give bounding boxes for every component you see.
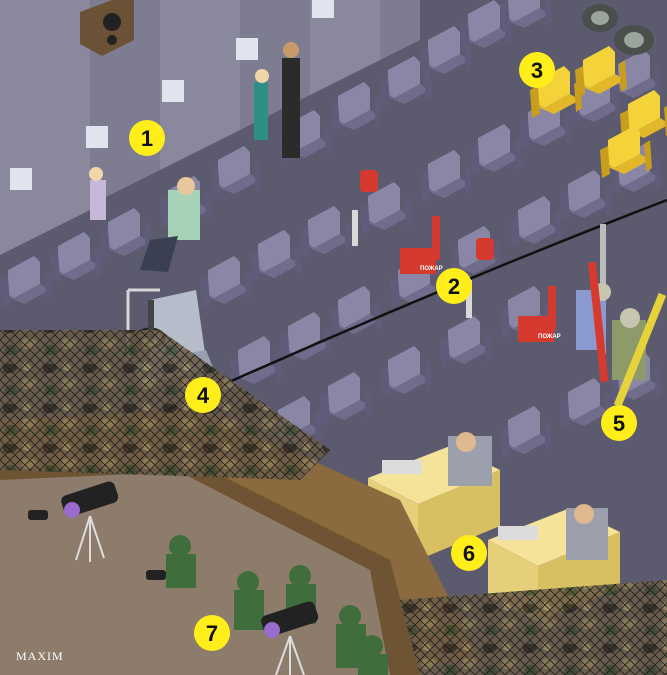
emergency-sign: ПОЖАР	[538, 334, 561, 340]
pilot-figures	[576, 224, 667, 408]
speaker-icon	[80, 0, 134, 56]
emergency-sign: ПОЖАР	[420, 266, 443, 272]
callout-2: 2	[436, 268, 472, 304]
callout-6-label: 6	[463, 541, 475, 566]
callout-1-label: 1	[141, 126, 153, 151]
callout-7: 7	[194, 615, 230, 651]
callout-7-label: 7	[206, 621, 218, 646]
emergency-station-icon: ПОЖАР ПОЖАР	[352, 170, 561, 342]
callout-3: 3	[519, 52, 555, 88]
brand-logo: MAXIM	[16, 649, 64, 663]
callout-4-label: 4	[197, 383, 210, 408]
callout-5-label: 5	[613, 411, 625, 436]
callout-6: 6	[451, 535, 487, 571]
binoculars-icon	[28, 481, 319, 675]
wall-panel	[310, 0, 380, 95]
callout-5: 5	[601, 405, 637, 441]
callout-3-label: 3	[531, 58, 543, 83]
callout-2-label: 2	[448, 274, 460, 299]
family-figures	[89, 42, 300, 272]
wall-panel	[160, 0, 240, 170]
wall-panel	[0, 0, 90, 255]
callout-4: 4	[185, 377, 221, 413]
soldier-figures	[166, 535, 388, 675]
callout-1: 1	[129, 120, 165, 156]
wall-posters	[10, 0, 334, 190]
spotlight-icon	[582, 4, 654, 55]
